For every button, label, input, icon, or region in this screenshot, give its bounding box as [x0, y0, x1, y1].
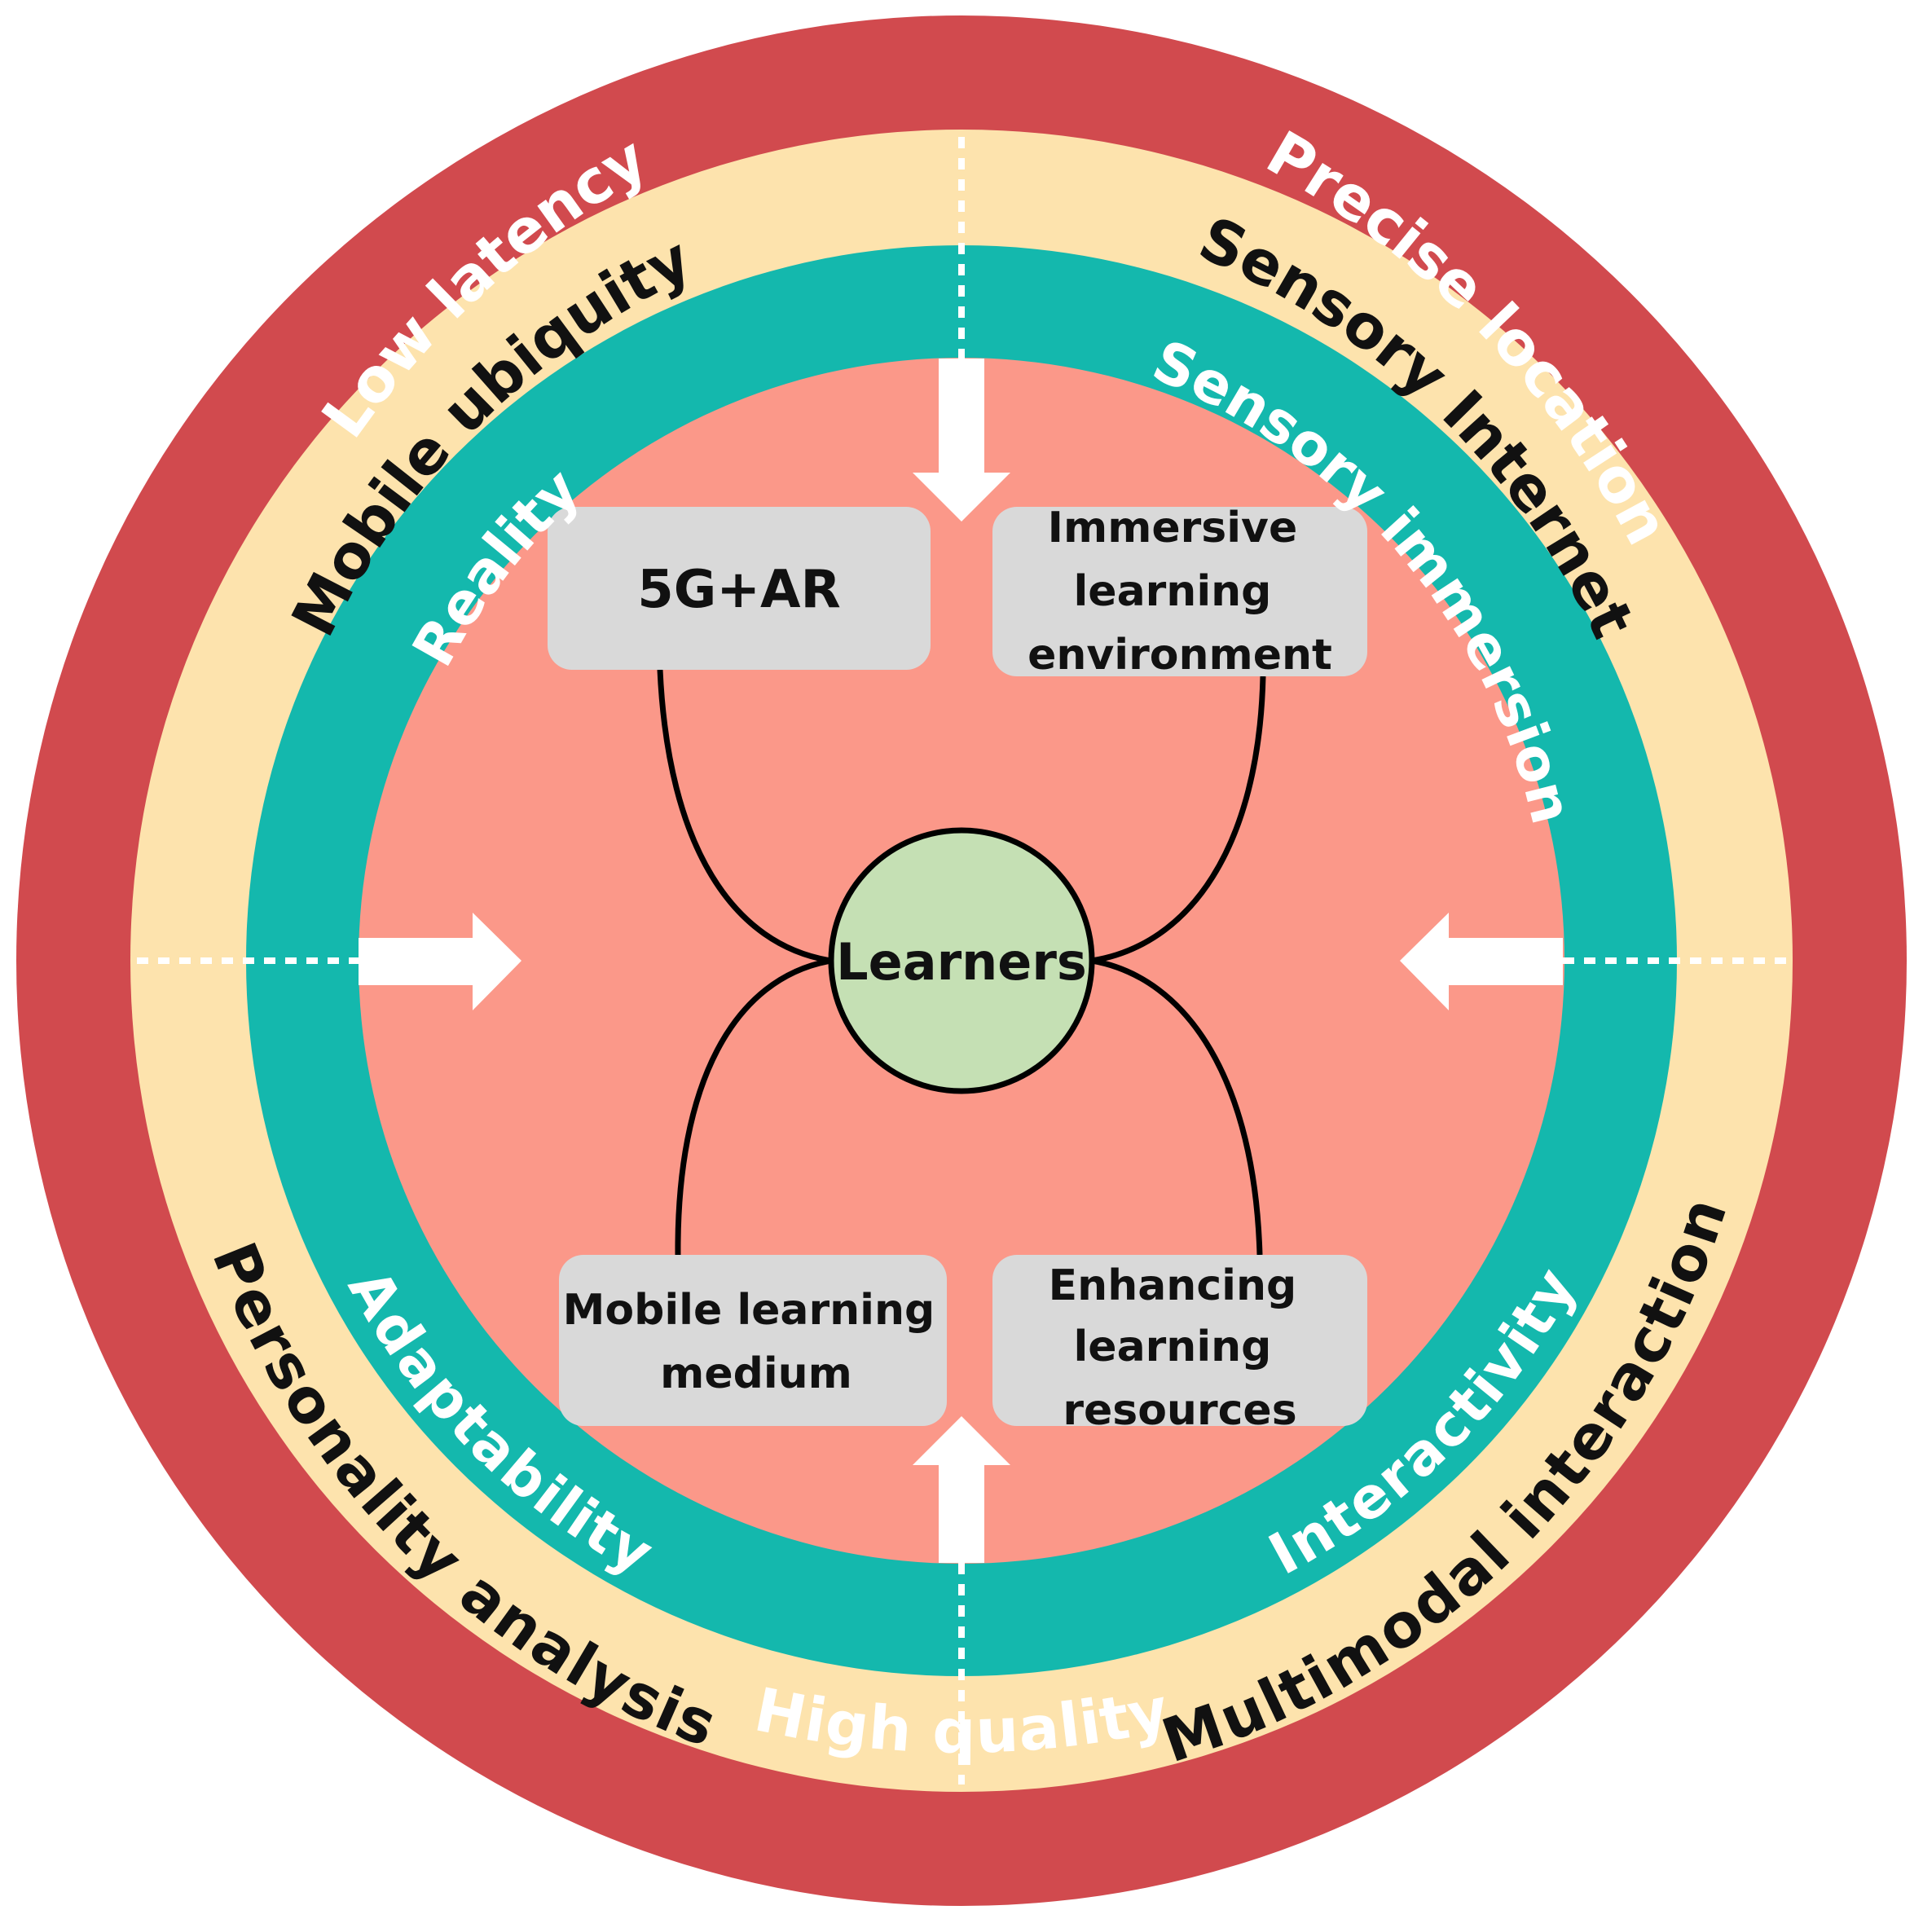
- box-bottom-right-text: Enhancing learning resources: [1049, 1261, 1312, 1435]
- center-node: Learners: [828, 827, 1095, 1094]
- box-top-right: Immersive learning environment: [992, 504, 1367, 680]
- connector-lines: [657, 669, 1266, 1257]
- center-label: Learners: [836, 932, 1087, 992]
- box-top-left: 5G+AR: [548, 507, 931, 670]
- arrow-up-icon: [913, 1416, 1010, 1563]
- box-bottom-left: Mobile learning medium: [559, 1255, 950, 1426]
- box-bottom-left-text: Mobile learning medium: [563, 1286, 950, 1398]
- arrow-down-icon: [913, 359, 1010, 522]
- arrows: [359, 359, 1563, 1563]
- box-bottom-right: Enhancing learning resources: [992, 1255, 1367, 1435]
- arrow-left-icon: [1400, 913, 1563, 1010]
- dotted-dividers: [137, 137, 1786, 1785]
- box-top-right-text: Immersive learning environment: [1028, 504, 1332, 680]
- arrow-right-icon: [359, 913, 521, 1010]
- box-top-left-text: 5G+AR: [637, 560, 841, 620]
